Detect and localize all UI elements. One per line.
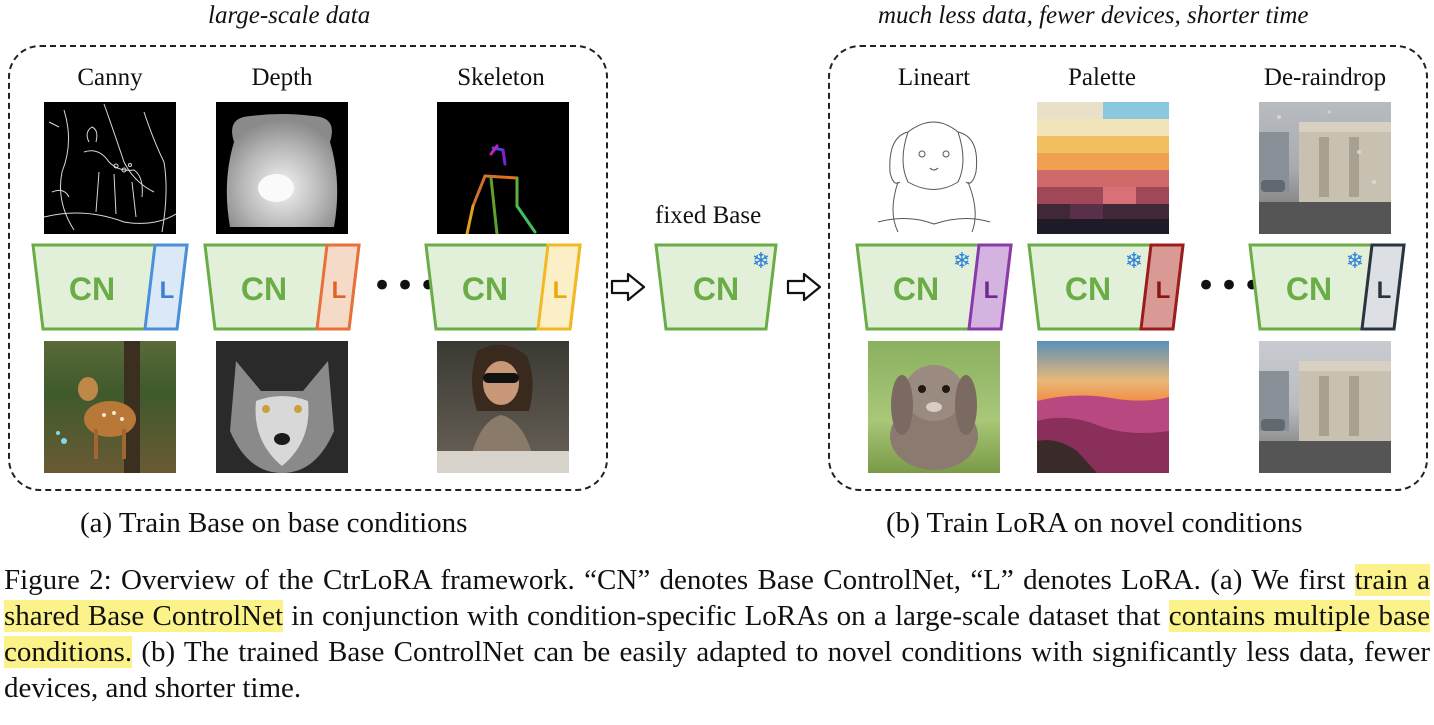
lora-text: L (1377, 277, 1392, 304)
condition-label-skeleton: Skeleton (457, 64, 545, 91)
lora-text: L (160, 277, 175, 304)
cn-lora-block-depth: CN L (203, 243, 361, 331)
caption-text-2: in conjunction with condition-specific L… (283, 600, 1169, 632)
arrow-right-icon (610, 272, 646, 302)
cn-text: CN (69, 271, 115, 307)
cn-text: CN (1065, 271, 1111, 307)
fixed-base-label: fixed Base (655, 202, 762, 229)
lora-text: L (984, 277, 999, 304)
cn-text: CN (893, 271, 939, 307)
lora-text: L (1156, 277, 1171, 304)
caption-text-1: Figure 2: Overview of the CtrLoRA framew… (4, 564, 1355, 596)
cn-text: CN (241, 271, 287, 307)
panel-a-dashed-box (8, 45, 608, 491)
ellipsis-a: ••• (372, 266, 442, 306)
snowflake-icon: ❄ (953, 248, 971, 273)
condition-label-deraindrop: De-raindrop (1263, 64, 1387, 91)
wolf-output-image (216, 341, 348, 473)
snowflake-icon: ❄ (752, 248, 770, 273)
lineart-image (868, 102, 1000, 234)
condition-label-depth: Depth (251, 64, 313, 91)
lora-shape (143, 243, 189, 331)
fixed-base-cn-block: CN ❄ (654, 243, 778, 331)
woman-output-image (437, 341, 569, 473)
condition-label-palette: Palette (1067, 64, 1137, 91)
panel-b-dashed-box (828, 45, 1428, 491)
lora-text: L (553, 277, 568, 304)
cn-text: CN (462, 271, 508, 307)
depth-map-image (216, 102, 348, 234)
panel-a-top-label: large-scale data (208, 2, 371, 29)
lora-shape (967, 243, 1013, 331)
cn-lora-block-palette: CN L ❄ (1027, 243, 1185, 331)
condition-label-lineart: Lineart (897, 64, 971, 91)
cn-text: CN (1286, 271, 1332, 307)
lora-shape (1360, 243, 1406, 331)
cn-lora-block-canny: CN L (31, 243, 189, 331)
ellipsis-b: ••• (1196, 266, 1266, 306)
cn-text: CN (693, 271, 739, 307)
panel-a-caption: (a) Train Base on base conditions (80, 507, 468, 539)
cn-lora-block-lineart: CN L ❄ (855, 243, 1013, 331)
cn-lora-block-skeleton: CN L (424, 243, 582, 331)
snowflake-icon: ❄ (1125, 248, 1143, 273)
caption-text-3: (b) The trained Base ControlNet can be e… (4, 636, 1430, 704)
snowflake-icon: ❄ (1346, 248, 1364, 273)
palette-image (1037, 102, 1169, 234)
panel-b-caption: (b) Train LoRA on novel conditions (886, 507, 1303, 539)
lora-shape (1139, 243, 1185, 331)
cn-lora-block-deraindrop: CN L ❄ (1248, 243, 1406, 331)
rabbit-output-image (868, 341, 1000, 473)
condition-label-canny: Canny (77, 64, 143, 91)
lora-text: L (332, 277, 347, 304)
lora-shape (315, 243, 361, 331)
raindrop-input-image (1259, 102, 1391, 234)
arrow-right-icon (786, 272, 822, 302)
lora-shape (536, 243, 582, 331)
landscape-output-image (1037, 341, 1169, 473)
skeleton-pose-image (437, 102, 569, 234)
figure-caption: Figure 2: Overview of the CtrLoRA framew… (4, 562, 1431, 706)
derained-output-image (1259, 341, 1391, 473)
deer-output-image (44, 341, 176, 473)
canny-edge-image (44, 102, 176, 234)
panel-b-top-label: much less data, fewer devices, shorter t… (878, 2, 1309, 29)
